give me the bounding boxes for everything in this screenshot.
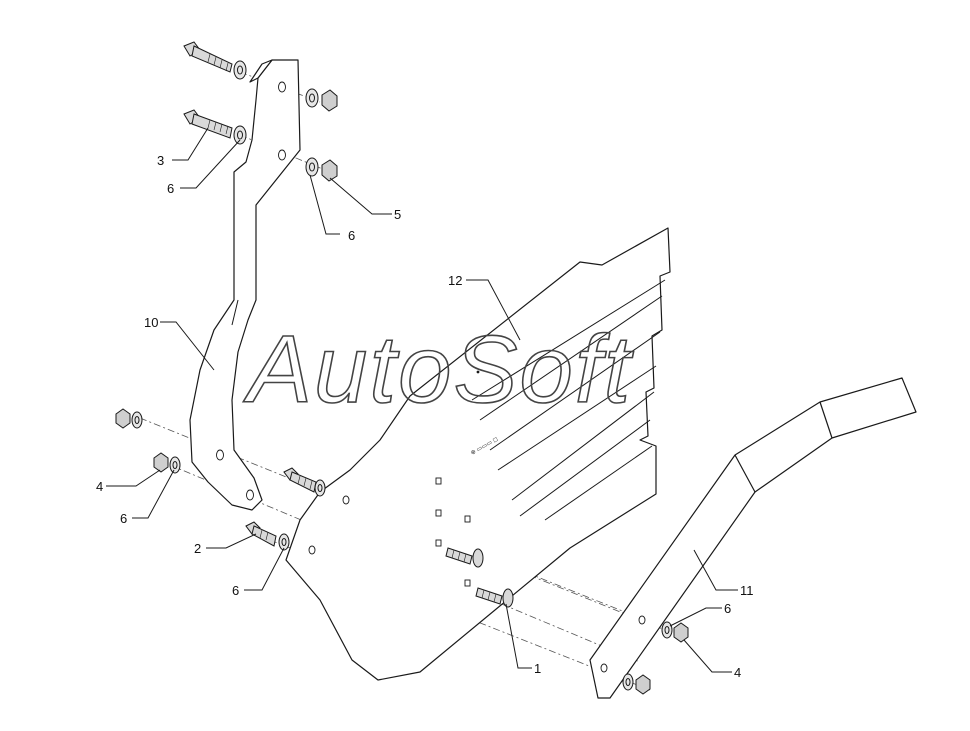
callout-6a: 6 xyxy=(167,181,174,196)
bracket-part-10 xyxy=(189,59,301,511)
bolt-part-3-lower xyxy=(183,109,247,145)
bolt-part-2-lower xyxy=(245,521,290,551)
bolt-part-3-top xyxy=(183,41,247,80)
callout-6e: 6 xyxy=(724,601,731,616)
carriage-bolt-part-1-upper xyxy=(445,547,484,568)
callout-labels: 3 6 5 6 12 10 4 6 2 6 1 11 6 4 xyxy=(96,153,754,680)
callout-10: 10 xyxy=(144,315,158,330)
bolt-part-2-upper xyxy=(283,467,326,497)
callout-3: 3 xyxy=(157,153,164,168)
callout-1: 1 xyxy=(534,661,541,676)
nut-part-4-right-lower xyxy=(622,673,651,695)
nut-part-4-left-lower xyxy=(153,452,181,474)
callout-6d: 6 xyxy=(232,583,239,598)
bar-part-11 xyxy=(589,377,917,699)
callout-6b: 6 xyxy=(348,228,355,243)
nut-part-4-left-upper xyxy=(115,408,143,429)
nut-part-5-lower xyxy=(305,157,338,182)
callout-12: 12 xyxy=(448,273,462,288)
callout-4b: 4 xyxy=(734,665,741,680)
nut-part-5-upper xyxy=(305,88,338,112)
plate-part-12: ⊕ ▭▭▭ ◻ xyxy=(285,227,671,681)
watermark: AutoSoft xyxy=(243,316,634,423)
callout-2: 2 xyxy=(194,541,201,556)
leader-lines xyxy=(106,127,738,673)
callout-11: 11 xyxy=(740,583,754,598)
callout-4a: 4 xyxy=(96,479,103,494)
callout-6c: 6 xyxy=(120,511,127,526)
carriage-bolt-part-1-lower xyxy=(475,587,514,608)
nut-part-4-right-upper xyxy=(661,621,689,643)
callout-5: 5 xyxy=(394,207,401,222)
